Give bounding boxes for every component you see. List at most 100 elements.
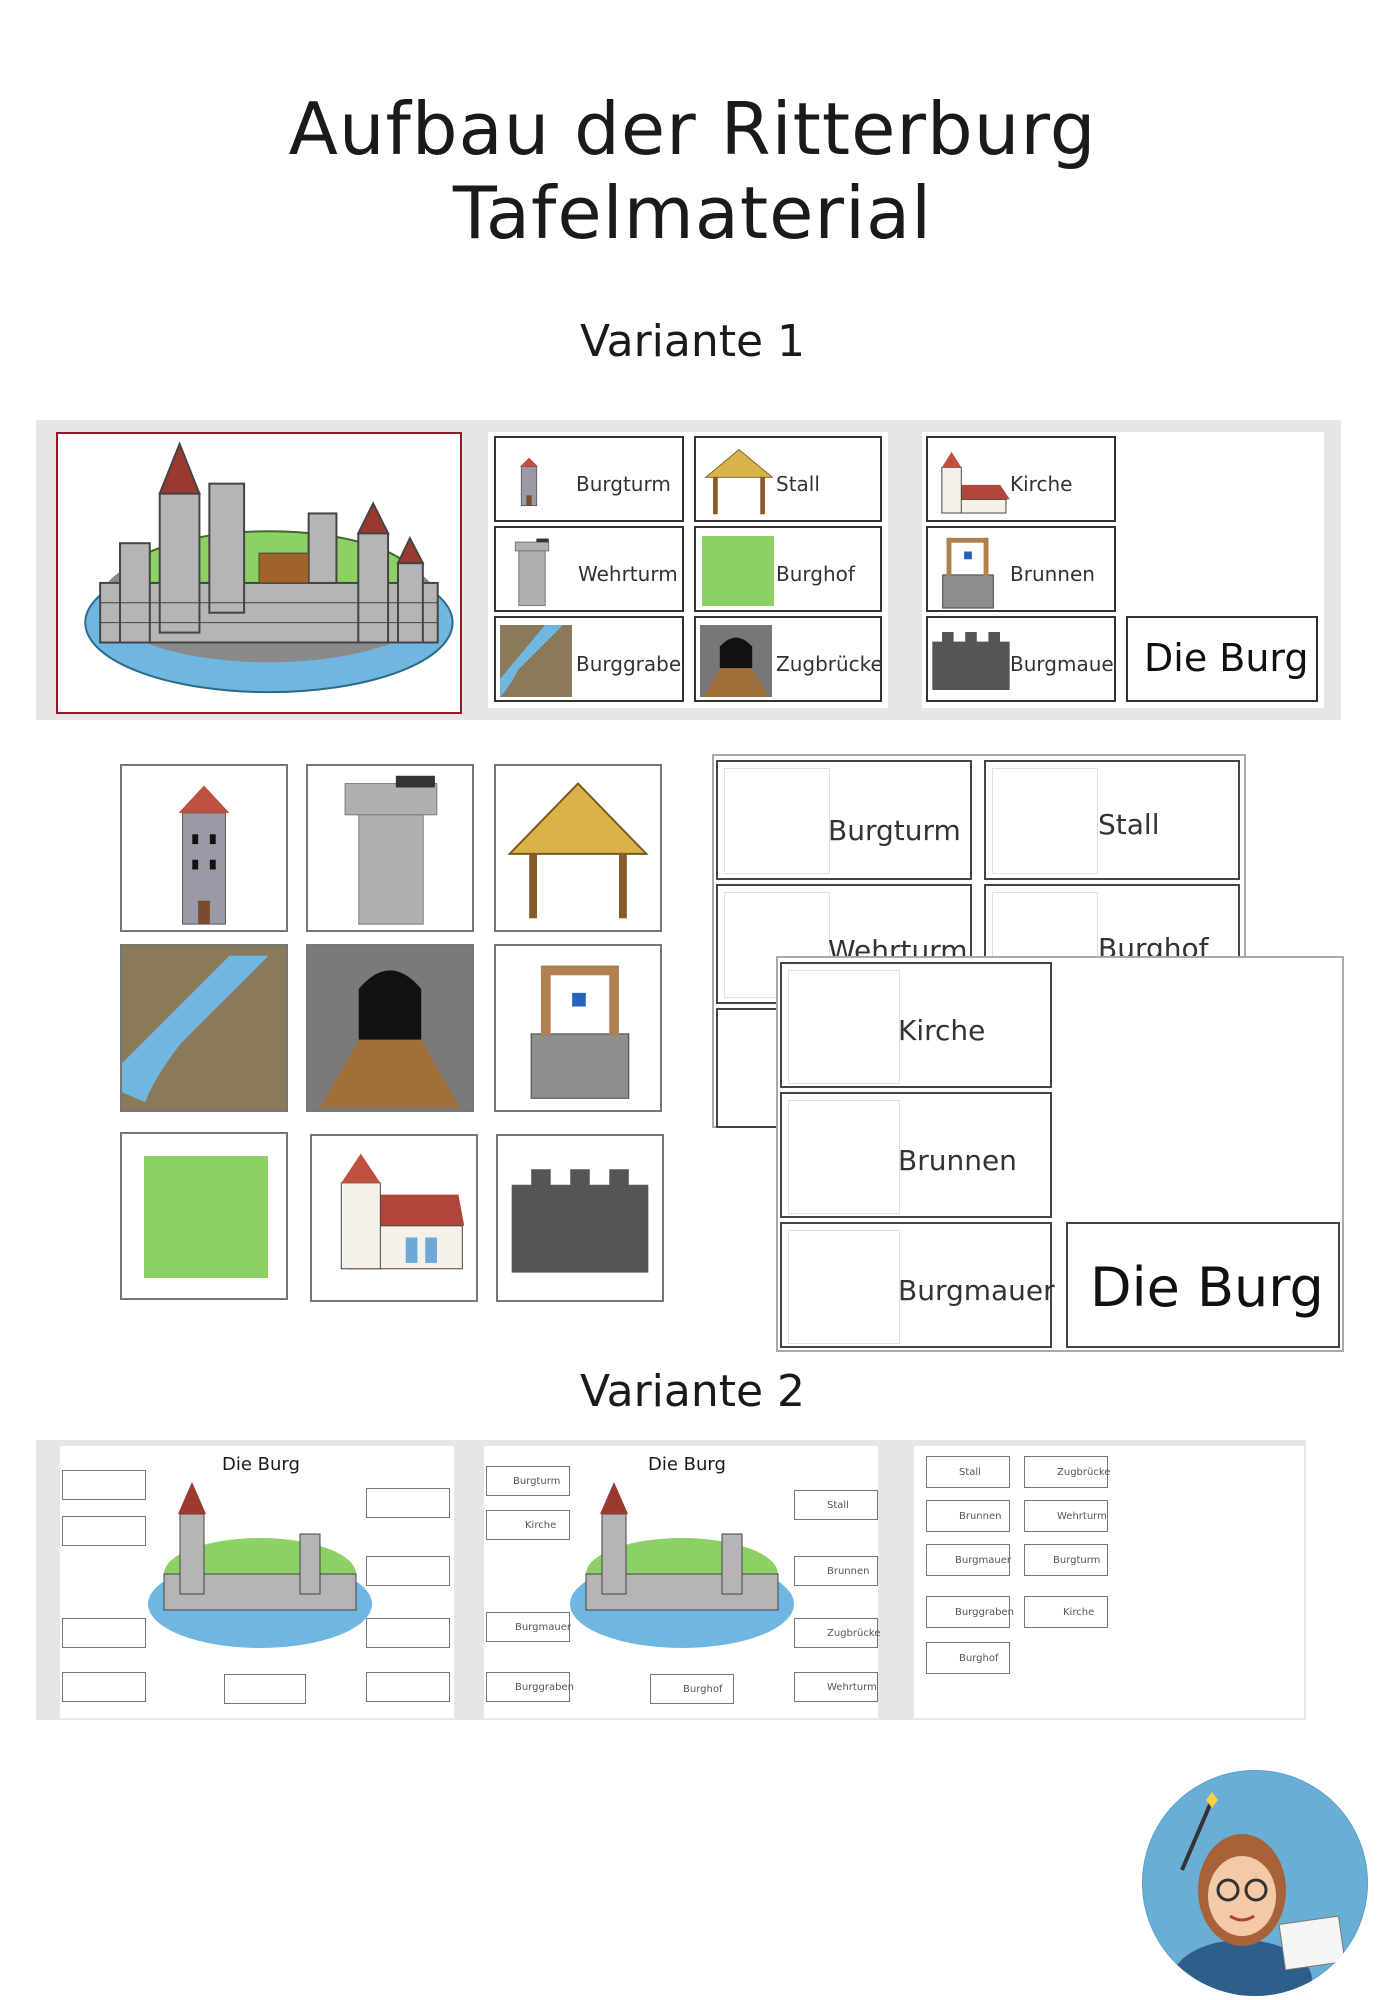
filled-label-zugbruecke: Zugbrücke xyxy=(794,1618,880,1648)
burgmauer-icon xyxy=(932,632,1010,690)
wehrturm-icon xyxy=(344,775,438,925)
cutout-burghof: Burghof xyxy=(926,1642,1010,1674)
burggraben-icon xyxy=(122,946,286,1110)
card-label: Burghof xyxy=(776,562,855,586)
card-label: Brunnen xyxy=(898,1144,1017,1177)
picture-brunnen xyxy=(494,944,662,1112)
castle-illustration xyxy=(148,1482,372,1648)
variant-2-heading: Variante 2 xyxy=(579,1366,806,1417)
worksheet-title: Die Burg xyxy=(222,1454,300,1475)
picture-kirche xyxy=(310,1134,478,1302)
card-label: Kirche xyxy=(898,1014,986,1047)
card-kirche: Kirche xyxy=(926,436,1116,522)
cutout-kirche: Kirche xyxy=(1024,1596,1108,1628)
blank-label-box[interactable] xyxy=(62,1470,146,1500)
burgturm-icon xyxy=(519,457,539,507)
castle-image xyxy=(56,432,462,714)
card-label: Burgmauer xyxy=(1010,652,1116,676)
card-label: Burggraben xyxy=(576,652,684,676)
worksheet-filled: Die Burg Burgturm Kirche Burgmauer Burgg… xyxy=(484,1446,880,1718)
cutout-wehrturm: Wehrturm xyxy=(1024,1500,1108,1532)
card-label: Brunnen xyxy=(1010,562,1095,586)
picture-zugbruecke xyxy=(306,944,474,1112)
card-die-burg: Die Burg xyxy=(1126,616,1318,702)
card-label: Kirche xyxy=(1010,472,1073,496)
filled-label-burgturm: Burgturm xyxy=(486,1466,570,1496)
avatar-illustration xyxy=(1143,1771,1367,1996)
blank-label-box[interactable] xyxy=(224,1674,306,1704)
burggraben-icon xyxy=(500,625,572,697)
picture-burgturm xyxy=(120,764,288,932)
picture-wehrturm xyxy=(306,764,474,932)
filled-label-burgmauer: Burgmauer xyxy=(486,1612,571,1642)
filled-label-stall: Stall xyxy=(794,1490,878,1520)
kirche-icon xyxy=(340,1153,465,1270)
filled-label-burggraben: Burggraben xyxy=(486,1672,574,1702)
cutout-burggraben: Burggraben xyxy=(926,1596,1014,1628)
card-label: Die Burg xyxy=(1090,1256,1324,1319)
blank-label-box[interactable] xyxy=(62,1516,146,1546)
card-label: Burgturm xyxy=(828,814,961,847)
worksheet-empty: Die Burg xyxy=(60,1446,454,1718)
burghof-swatch xyxy=(702,536,774,606)
brunnen-icon xyxy=(942,537,994,609)
picture-stall xyxy=(494,764,662,932)
burghof-swatch xyxy=(144,1156,268,1278)
card-label: Stall xyxy=(776,472,820,496)
blank-label-box[interactable] xyxy=(366,1672,450,1702)
label-card-burgmauer: Burgmauer xyxy=(780,1222,1055,1348)
variant-1-heading: Variante 1 xyxy=(579,316,806,367)
author-avatar xyxy=(1142,1770,1368,1996)
blank-label-box[interactable] xyxy=(62,1672,146,1702)
cutout-brunnen: Brunnen xyxy=(926,1500,1010,1532)
label-card-stall: Stall xyxy=(984,760,1240,880)
filled-label-brunnen: Brunnen xyxy=(794,1556,878,1586)
cutout-zugbruecke: Zugbrücke xyxy=(1024,1456,1110,1488)
cutout-label-sheet: Stall Zugbrücke Brunnen Wehrturm Burgmau… xyxy=(914,1446,1304,1718)
label-card-die-burg: Die Burg xyxy=(1066,1222,1340,1348)
blank-label-box[interactable] xyxy=(366,1556,450,1586)
stall-icon xyxy=(507,782,649,919)
zugbruecke-icon xyxy=(700,625,772,697)
worksheet-title: Die Burg xyxy=(648,1454,726,1475)
blank-label-box[interactable] xyxy=(366,1488,450,1518)
card-label: Burgmauer xyxy=(898,1274,1055,1307)
card-label: Wehrturm xyxy=(578,562,678,586)
blank-label-box[interactable] xyxy=(62,1618,146,1648)
card-label: Zugbrücke xyxy=(776,652,882,676)
card-label: Burgturm xyxy=(576,472,671,496)
brunnen-icon xyxy=(530,965,630,1099)
cutout-stall: Stall xyxy=(926,1456,1010,1488)
burgturm-icon xyxy=(178,785,230,925)
card-wehrturm: Wehrturm xyxy=(494,526,684,612)
castle-illustration xyxy=(570,1482,794,1648)
card-label: Stall xyxy=(1098,808,1160,841)
filled-label-kirche: Kirche xyxy=(486,1510,570,1540)
label-card-kirche: Kirche xyxy=(780,962,1052,1088)
picture-burghof xyxy=(120,1132,288,1300)
castle-illustration xyxy=(84,441,454,694)
label-card-burgturm: Burgturm xyxy=(716,760,972,880)
card-label: Die Burg xyxy=(1144,636,1309,680)
picture-burggraben xyxy=(120,944,288,1112)
card-stall: Stall xyxy=(694,436,882,522)
filled-label-wehrturm: Wehrturm xyxy=(794,1672,878,1702)
filled-label-burghof: Burghof xyxy=(650,1674,734,1704)
card-burghof: Burghof xyxy=(694,526,882,612)
cutout-burgmauer: Burgmauer xyxy=(926,1544,1011,1576)
page-title-line2: Tafelmaterial xyxy=(452,171,933,255)
label-card-brunnen: Brunnen xyxy=(780,1092,1052,1218)
card-burgturm: Burgturm xyxy=(494,436,684,522)
card-zugbruecke: Zugbrücke xyxy=(694,616,882,702)
card-burggraben: Burggraben xyxy=(494,616,684,702)
card-brunnen: Brunnen xyxy=(926,526,1116,612)
wehrturm-icon xyxy=(514,538,550,606)
stall-icon xyxy=(704,448,774,515)
picture-burgmauer xyxy=(496,1134,664,1302)
burgmauer-icon xyxy=(511,1169,649,1273)
cutout-burgturm: Burgturm xyxy=(1024,1544,1108,1576)
page-title-line1: Aufbau der Ritterburg xyxy=(288,87,1097,171)
kirche-icon xyxy=(941,451,1010,514)
card-burgmauer: Burgmauer xyxy=(926,616,1116,702)
blank-label-box[interactable] xyxy=(366,1618,450,1648)
